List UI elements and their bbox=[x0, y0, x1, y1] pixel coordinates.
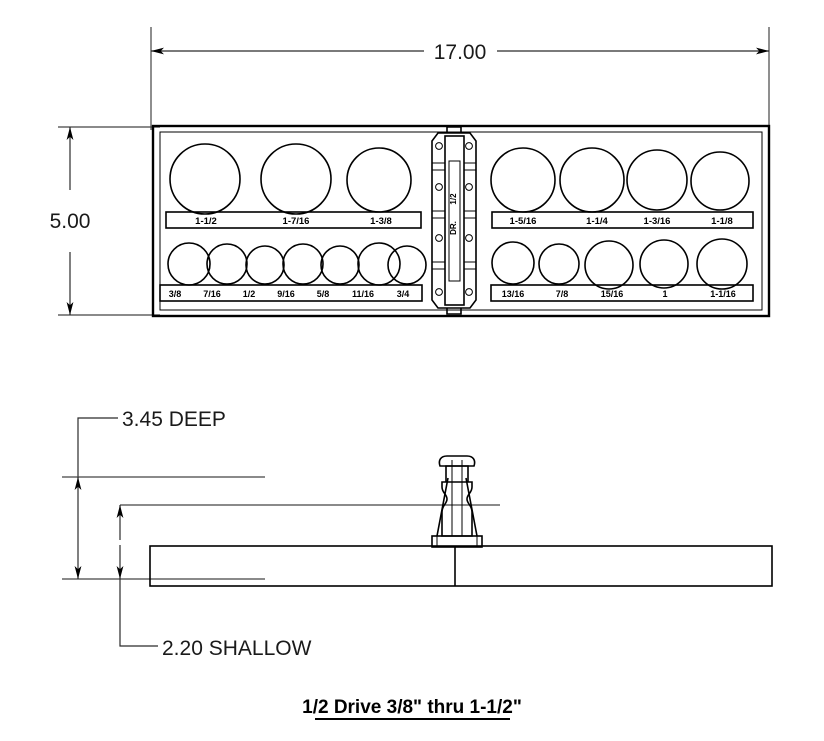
socket-hole bbox=[626, 149, 688, 211]
right-tray-top-label-strip: 1-5/16 1-1/4 1-3/16 1-1/8 bbox=[491, 211, 754, 229]
clip-mount-hole bbox=[435, 234, 443, 242]
overall-width-value: 5.00 bbox=[50, 210, 91, 233]
socket-hole bbox=[260, 143, 332, 215]
socket-size-label: 1-1/16 bbox=[710, 289, 736, 299]
right-tray-bottom-label-strip: 13/16 7/8 15/16 1 1-1/16 bbox=[490, 284, 754, 302]
socket-hole bbox=[169, 143, 241, 215]
center-rail-clip-top-view: 1/2 DR. bbox=[431, 126, 477, 315]
clip-mount-hole bbox=[465, 183, 473, 191]
socket-hole bbox=[206, 243, 248, 285]
clip-tab-top bbox=[446, 126, 462, 133]
socket-size-label: 11/16 bbox=[352, 289, 374, 299]
socket-size-label: 13/16 bbox=[502, 289, 525, 299]
shallow-leader-line bbox=[119, 579, 158, 647]
socket-size-label: 3/8 bbox=[169, 289, 182, 299]
right-tray-top-row-sockets bbox=[490, 147, 750, 213]
socket-size-label: 1-1/4 bbox=[586, 216, 608, 227]
deep-leader-line bbox=[77, 417, 118, 477]
side-view-rail bbox=[149, 545, 773, 587]
socket-hole bbox=[491, 241, 535, 285]
socket-hole bbox=[490, 147, 556, 213]
label-strip-box bbox=[165, 211, 422, 229]
socket-size-label: 1 bbox=[662, 289, 667, 299]
label-strip-box bbox=[491, 211, 754, 229]
socket-size-label: 9/16 bbox=[277, 289, 295, 299]
tray-inner-outline bbox=[159, 131, 763, 311]
socket-size-label: 1-7/16 bbox=[283, 216, 310, 227]
shallow-height-value: 2.20 SHALLOW bbox=[162, 637, 312, 660]
socket-size-label: 3/4 bbox=[397, 289, 410, 299]
clip-mount-hole bbox=[435, 142, 443, 150]
top-view-tray bbox=[151, 124, 771, 318]
clip-outer-body bbox=[431, 132, 477, 309]
socket-hole bbox=[690, 151, 750, 211]
clip-lower-spool bbox=[441, 481, 473, 537]
clip-mount-hole bbox=[435, 183, 443, 191]
tray-outer-outline bbox=[151, 124, 771, 318]
clip-window bbox=[448, 160, 461, 282]
socket-hole bbox=[538, 243, 580, 285]
left-tray-bottom-row-sockets bbox=[167, 242, 427, 286]
socket-hole bbox=[559, 147, 625, 213]
socket-hole bbox=[282, 243, 324, 285]
shallow-height-dimension: 2.20 SHALLOW bbox=[116, 504, 500, 660]
socket-size-label: 1-5/16 bbox=[510, 216, 537, 227]
socket-size-label: 7/16 bbox=[203, 289, 221, 299]
clip-head-cap bbox=[438, 455, 476, 467]
drawing-title-block: 1/2 Drive 3/8" thru 1-1/2" bbox=[302, 697, 522, 720]
clip-drive-size-label: 1/2 bbox=[449, 193, 458, 205]
clip-tab-bottom bbox=[446, 308, 462, 315]
socket-hole bbox=[320, 245, 360, 285]
clip-inner-channel bbox=[444, 135, 465, 306]
label-strip-box bbox=[159, 284, 423, 302]
deep-height-dimension: 3.45 DEEP bbox=[62, 408, 265, 580]
socket-hole bbox=[387, 245, 427, 285]
socket-size-label: 1-1/8 bbox=[711, 216, 733, 227]
right-tray-bottom-row-sockets bbox=[491, 238, 748, 290]
clip-mount-hole bbox=[465, 142, 473, 150]
clip-mount-hole bbox=[465, 288, 473, 296]
socket-size-label: 15/16 bbox=[601, 289, 624, 299]
clip-mount-hole bbox=[465, 234, 473, 242]
deep-height-value: 3.45 DEEP bbox=[122, 408, 226, 431]
socket-hole bbox=[346, 147, 412, 213]
socket-hole bbox=[639, 239, 689, 289]
overall-length-value: 17.00 bbox=[434, 41, 487, 64]
label-strip-box bbox=[490, 284, 754, 302]
clip-upper-stem bbox=[445, 465, 469, 482]
socket-hole bbox=[696, 238, 748, 290]
clip-drive-abbrev-label: DR. bbox=[449, 221, 458, 235]
left-tray-top-label-strip: 1-1/2 1-7/16 1-3/8 bbox=[165, 211, 422, 229]
overall-length-dimension: 17.00 bbox=[150, 27, 770, 130]
socket-size-label: 1-1/2 bbox=[195, 216, 217, 227]
socket-hole bbox=[584, 240, 634, 290]
rail-body bbox=[149, 545, 773, 587]
socket-size-label: 1-3/8 bbox=[370, 216, 392, 227]
left-tray-top-row-sockets bbox=[169, 143, 412, 215]
socket-size-label: 1/2 bbox=[243, 289, 256, 299]
drawing-title: 1/2 Drive 3/8" thru 1-1/2" bbox=[302, 697, 522, 718]
side-view-clip bbox=[431, 455, 483, 548]
clip-mount-hole bbox=[435, 288, 443, 296]
socket-size-label: 7/8 bbox=[556, 289, 569, 299]
left-tray-bottom-label-strip: 3/8 7/16 1/2 9/16 5/8 11/16 3/4 bbox=[159, 284, 423, 302]
overall-width-dimension: 5.00 bbox=[50, 126, 160, 316]
socket-hole bbox=[245, 245, 285, 285]
socket-hole bbox=[167, 242, 211, 286]
socket-size-label: 1-3/16 bbox=[644, 216, 671, 227]
socket-size-label: 5/8 bbox=[317, 289, 330, 299]
